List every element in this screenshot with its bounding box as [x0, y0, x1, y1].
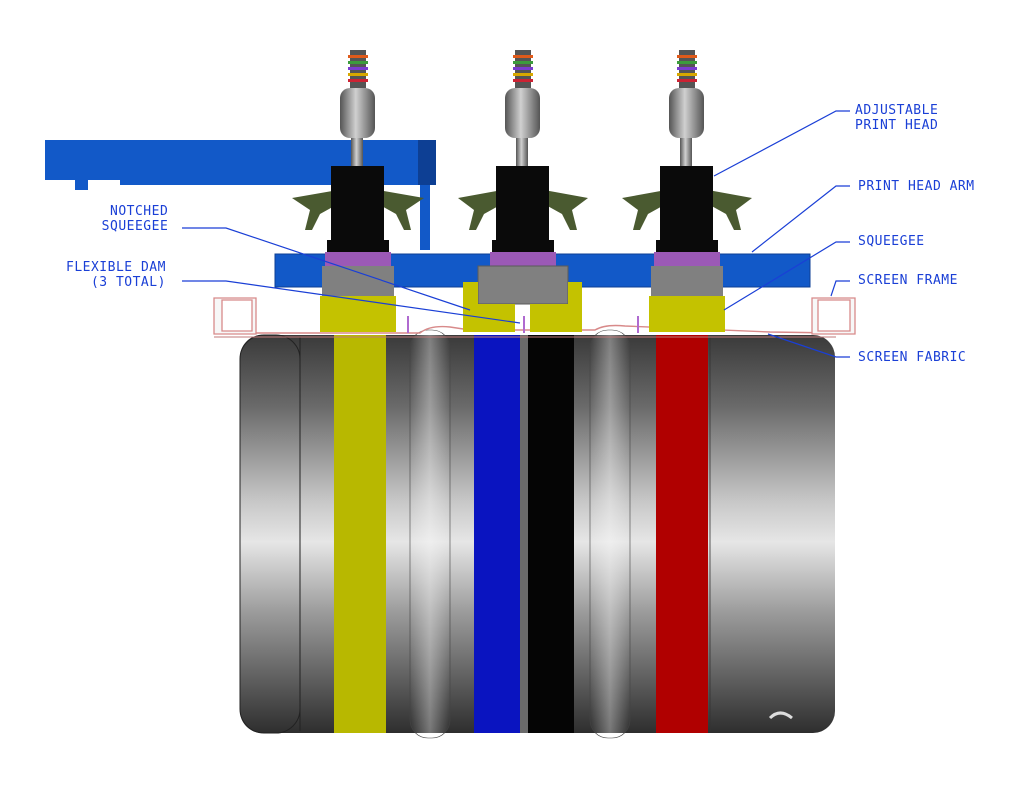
drum-rib-2	[589, 329, 631, 739]
spring-icon	[348, 50, 368, 88]
label-notched-squeegee: NOTCHED SQUEEGEE	[98, 204, 168, 234]
leader-screen-frame	[830, 280, 850, 297]
print-head-1	[292, 50, 424, 332]
stripe-gray-gap	[520, 335, 528, 733]
leader-adjustable-print-head	[713, 110, 850, 177]
label-screen-frame: SCREEN FRAME	[858, 273, 958, 288]
drum-rib-1	[409, 329, 451, 739]
label-adjustable-print-head-line1: ADJUSTABLE	[855, 103, 939, 118]
label-squeegee: SQUEEGEE	[858, 234, 925, 249]
arm-bracket-shadow	[418, 140, 436, 185]
stripe-blue	[474, 335, 520, 733]
t-handle-icon	[292, 190, 424, 230]
leader-flexible-dam	[182, 280, 521, 324]
leader-squeegee	[723, 241, 850, 311]
drum-notch	[768, 711, 793, 720]
t-handle-icon	[622, 190, 752, 230]
leader-lines	[182, 110, 850, 358]
screen-frame-left	[213, 297, 257, 335]
label-print-head-arm: PRINT HEAD ARM	[858, 179, 975, 194]
spring-icon	[513, 50, 533, 88]
flexible-dam-3	[637, 316, 639, 333]
label-notched-squeegee-line1: NOTCHED	[110, 204, 169, 219]
stripe-yellow	[334, 335, 386, 733]
label-flexible-dam: FLEXIBLE DAM (3 TOTAL)	[66, 260, 166, 290]
flexible-dam-2	[523, 316, 525, 333]
label-adjustable-print-head-line2: PRINT HEAD	[855, 118, 939, 133]
flexible-dams	[407, 316, 639, 333]
label-adjustable-print-head: ADJUSTABLE PRINT HEAD	[855, 103, 938, 133]
label-flexible-dam-line1: FLEXIBLE DAM	[66, 260, 166, 275]
screen-frame-right	[811, 297, 856, 335]
print-head-2	[458, 50, 588, 332]
flexible-dam-1	[407, 316, 409, 333]
spring-icon	[677, 50, 697, 88]
label-notched-squeegee-line2: SQUEEGEE	[101, 219, 169, 234]
print-stripes	[334, 335, 708, 733]
leader-notched-squeegee	[182, 227, 471, 311]
label-flexible-dam-line2: (3 TOTAL)	[90, 275, 166, 290]
leader-screen-fabric	[767, 333, 850, 358]
label-screen-fabric: SCREEN FABRIC	[858, 350, 967, 365]
screen-frame	[213, 297, 856, 335]
t-handle-icon	[458, 190, 588, 230]
stripe-red	[656, 335, 708, 733]
print-head-3	[622, 50, 752, 332]
drum-left-rim	[239, 334, 301, 734]
stripe-black	[528, 335, 574, 733]
leader-print-head-arm	[751, 185, 850, 253]
